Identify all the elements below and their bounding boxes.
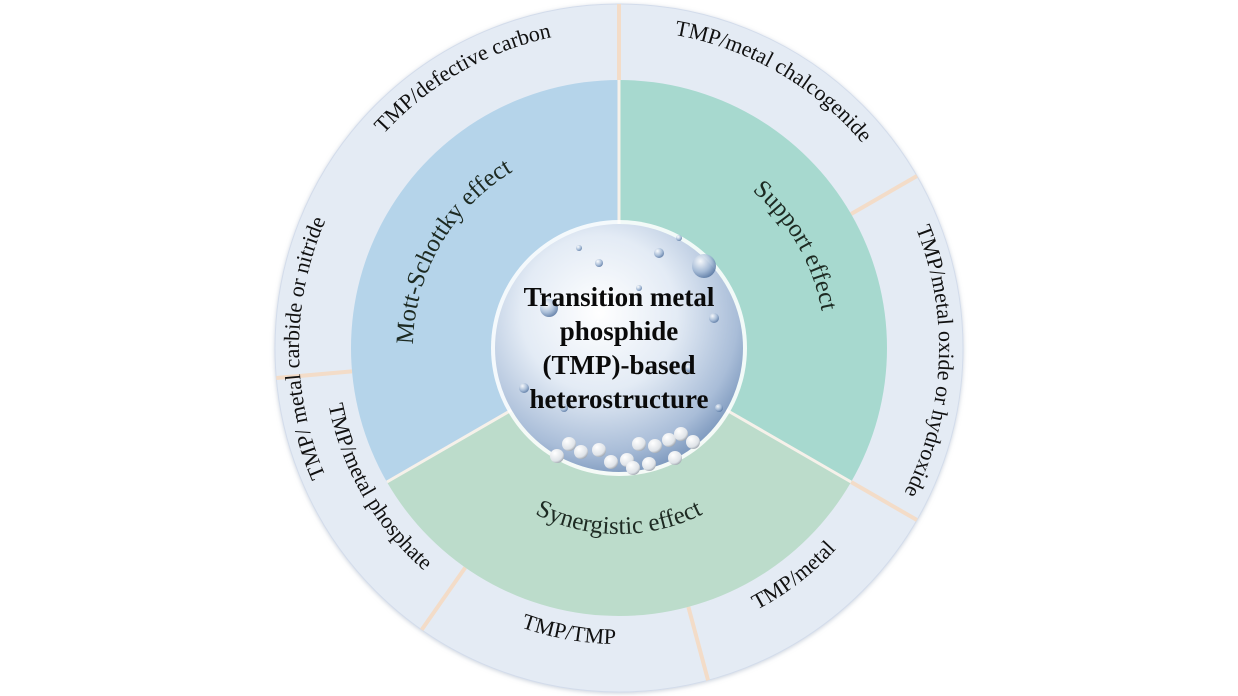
atom-ball <box>626 461 640 475</box>
bubble <box>709 313 719 323</box>
middle-divider <box>386 408 513 484</box>
atom-ball <box>562 437 576 451</box>
center-title-line: Transition metal <box>524 282 715 312</box>
atom-ball <box>642 457 656 471</box>
bubble <box>685 364 693 372</box>
center-title-line: (TMP)-based <box>543 350 696 380</box>
atom-ball <box>674 427 688 441</box>
center-title-line: heterostructure <box>530 384 709 414</box>
outer-ring-dividers <box>276 4 918 681</box>
outer-divider <box>850 174 918 216</box>
atom-ball <box>550 449 564 463</box>
center-title-line: phosphide <box>560 316 679 346</box>
sphere-body <box>495 224 743 472</box>
middle-ring <box>351 80 887 616</box>
bubble <box>692 254 716 278</box>
support-sector <box>619 80 887 482</box>
outer-divider <box>276 369 353 380</box>
bubble <box>560 404 568 412</box>
mott-schottky-sector <box>351 80 619 482</box>
atom-ball <box>632 437 646 451</box>
bubble <box>676 235 682 241</box>
center-sphere <box>491 220 747 476</box>
atom-ball <box>686 435 700 449</box>
bubble <box>715 404 723 412</box>
bubble <box>540 299 558 317</box>
center-title: Transition metal phosphide (TMP)-based hete… <box>524 282 715 414</box>
bubble <box>654 248 664 258</box>
atom-ball <box>574 445 588 459</box>
bubble <box>519 383 529 393</box>
atom-ball <box>668 451 682 465</box>
bubble <box>636 285 642 291</box>
middle-ring-dividers <box>386 80 852 484</box>
middle-divider <box>725 408 852 484</box>
synergistic-sector <box>386 410 852 616</box>
bubble <box>576 245 582 251</box>
bubble <box>595 259 603 267</box>
atom-ball <box>648 439 662 453</box>
atom-ball <box>662 433 676 447</box>
outer-divider <box>420 566 467 631</box>
atom-ball <box>592 443 606 457</box>
outer-divider <box>686 606 710 681</box>
atom-ball <box>604 455 618 469</box>
outer-divider <box>850 480 918 522</box>
